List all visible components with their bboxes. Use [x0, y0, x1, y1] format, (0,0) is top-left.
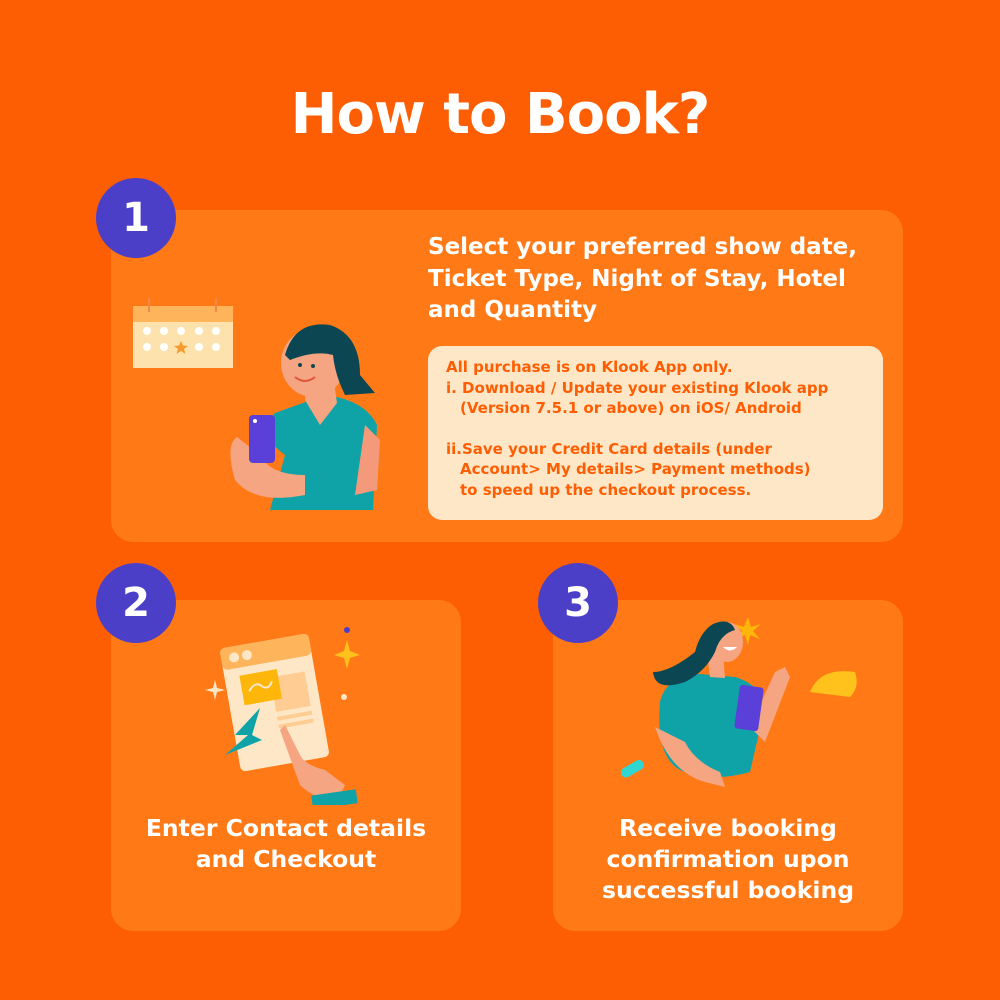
step-1-text-line-3: and Quantity [428, 297, 598, 323]
step-1-text-line-2: Ticket Type, Night of Stay, Hotel [428, 265, 846, 292]
step-2-badge: 2 [96, 563, 176, 643]
note-line-2: i. Download / Update your existing Klook… [446, 378, 829, 397]
step-3-text: Receive booking confirmation upon succes… [553, 813, 903, 906]
note-line-6: to speed up the checkout process. [460, 480, 752, 499]
hand-tapping-screen-icon [205, 627, 360, 805]
step-3-text-line-3: successful booking [601, 876, 855, 904]
step-2-text-line-1: Enter Contact details [145, 814, 427, 842]
woman-waving-with-tablet-icon [620, 617, 857, 787]
step-1-text-line-1: Select your preferred show date, [428, 234, 858, 260]
step-1-text: Select your preferred show date, Ticket … [428, 232, 857, 327]
note-line-3: (Version 7.5.1 or above) on iOS/ Android [460, 399, 802, 417]
page-title: How to Book? [290, 82, 711, 147]
klook-app-note: All purchase is on Klook App only. i. Do… [428, 346, 883, 520]
note-spacer [446, 419, 865, 439]
note-line-1: All purchase is on Klook App only. [446, 358, 733, 376]
calendar-icon [133, 298, 233, 368]
step-3-badge: 3 [538, 563, 618, 643]
note-line-5: Account> My details> Payment methods) [460, 460, 811, 478]
step-3-text-line-1: Receive booking [619, 814, 837, 842]
woman-with-phone-icon [230, 324, 380, 510]
step-2-text: Enter Contact details and Checkout [111, 813, 461, 875]
step-2-text-line-2: and Checkout [195, 845, 377, 873]
step-3-text-line-2: confirmation upon [606, 845, 850, 873]
step-1-badge: 1 [96, 178, 176, 258]
note-line-4: ii.Save your Credit Card details (under [446, 439, 772, 458]
